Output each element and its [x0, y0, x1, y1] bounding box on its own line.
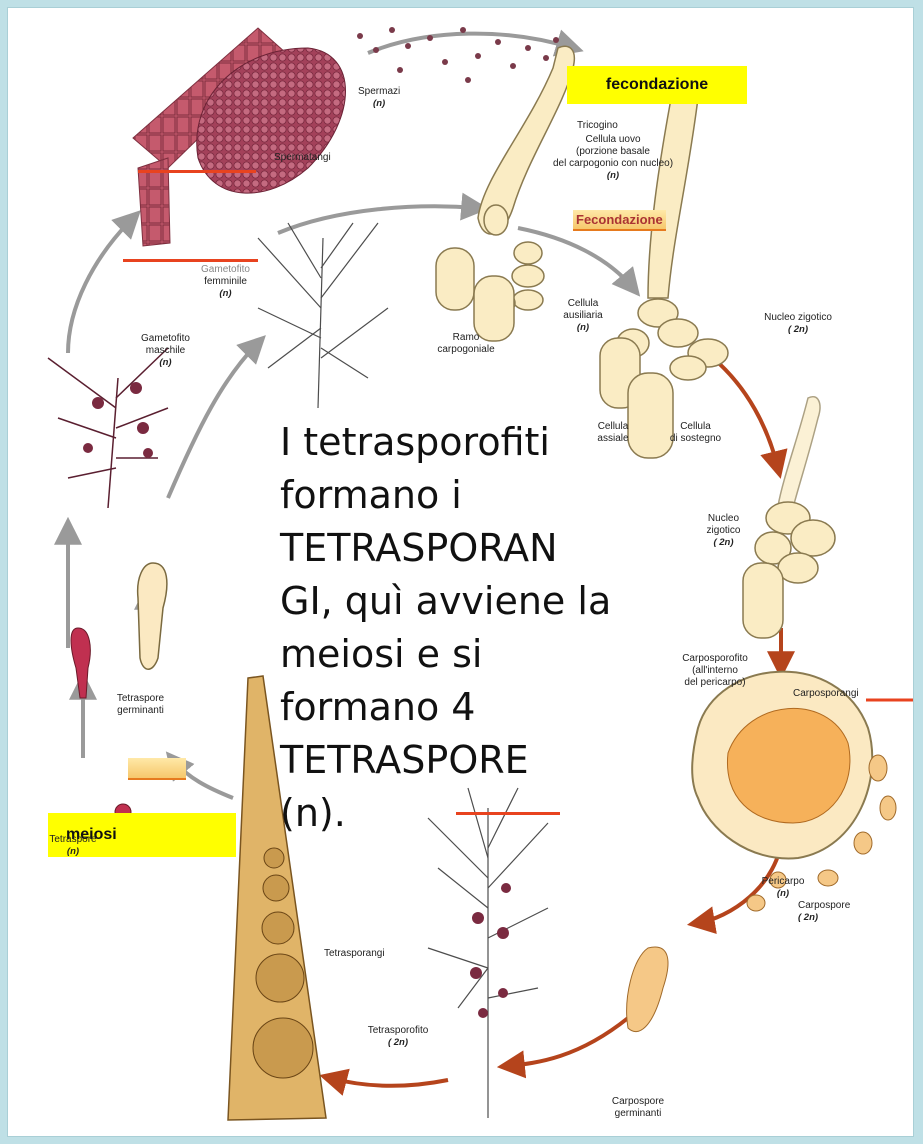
- label-tetrasporangi: Tetrasporangi: [324, 948, 385, 960]
- main-text-line: GI, quì avviene la: [280, 575, 680, 628]
- male-gametophyte-drawing: [48, 348, 168, 508]
- main-explanation-text: I tetrasporofiti formano i TETRASPORAN G…: [280, 416, 680, 840]
- main-text-line: TETRASPORE: [280, 734, 680, 787]
- main-text-line: meiosi e si: [280, 628, 680, 681]
- label-gametofito-femminile: Gametofito femminile (n): [188, 264, 263, 300]
- label-tetraspore-germinanti: Tetraspore germinanti: [108, 693, 173, 717]
- fecondazione-highlight: fecondazione: [567, 66, 747, 104]
- label-nucleo-zigotico-top: Nucleo zigotico ( 2n): [743, 312, 853, 336]
- main-text-line: TETRASPORAN: [280, 522, 680, 575]
- label-tricogino: Tricogino: [577, 120, 618, 132]
- label-pericarpo: Pericarpo (n): [753, 876, 813, 900]
- label-spermatangi: Spermatangi: [274, 152, 331, 164]
- label-carpospore: Carpospore ( 2n): [798, 900, 850, 924]
- spermatangia-drawing: [133, 28, 346, 246]
- label-nucleo-zigotico-2: Nucleo zigotico ( 2n): [696, 513, 751, 549]
- red-mark-2: [123, 259, 258, 262]
- fecondazione-small-label: Fecondazione: [573, 210, 666, 231]
- female-gametophyte-drawing: [258, 223, 388, 408]
- label-cellula-uovo: Cellula uovo (porzione basale del carpog…: [523, 134, 703, 182]
- carpogonium-drawing: [436, 46, 574, 341]
- label-carpospore-germinanti: Carpospore germinanti: [603, 1096, 673, 1120]
- label-tetrasporofito: Tetrasporofito ( 2n): [353, 1025, 443, 1049]
- zygote-stage2-drawing: [743, 397, 835, 638]
- label-carposporofito: Carposporofito (all'interno del pericarp…: [670, 653, 760, 689]
- zygote-stage-drawing: [600, 67, 728, 458]
- red-mark-1: [138, 170, 256, 173]
- main-text-line: formano i: [280, 469, 680, 522]
- label-tetraspore: Tetraspore (n): [43, 834, 103, 858]
- main-text-line: I tetrasporofiti: [280, 416, 680, 469]
- main-text-line: formano 4: [280, 681, 680, 734]
- label-ramo-carpogoniale: Ramo carpogoniale: [426, 332, 506, 356]
- tetraspore-germ2-drawing: [71, 628, 90, 698]
- label-carposporangi: Carposporangi: [793, 688, 859, 700]
- blank-highlight: [128, 758, 186, 780]
- cystocarp-drawing: [692, 672, 896, 886]
- main-text-line: (n).: [280, 787, 680, 840]
- tetraspores-germ-drawing: [138, 563, 167, 669]
- label-gametofito-maschile: Gametofito maschile (n): [128, 333, 203, 369]
- label-cellula-ausiliaria: Cellula ausiliaria (n): [548, 298, 618, 334]
- label-spermazi: Spermazi(n): [358, 86, 400, 110]
- diagram-panel: fecondazione meiosi Fecondazione Spermaz…: [8, 8, 913, 1136]
